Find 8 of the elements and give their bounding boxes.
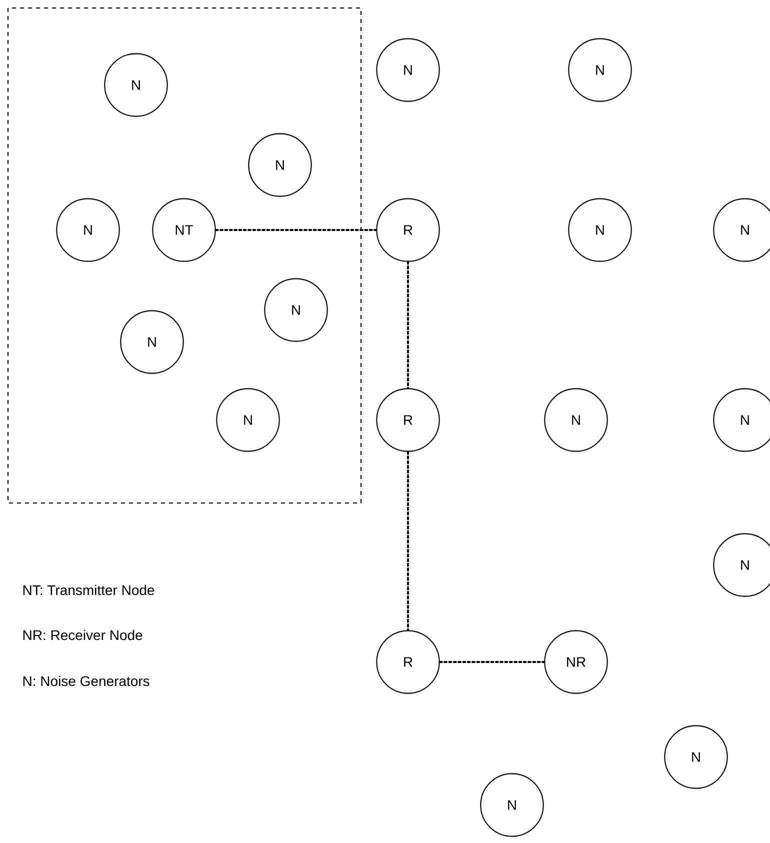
dashed-region [7, 7, 362, 504]
dotted-link [438, 661, 546, 663]
dotted-link [407, 260, 409, 390]
dotted-link [214, 229, 378, 231]
legend-note: N: Noise Generators [23, 676, 150, 686]
legend-note: NR: Receiver Node [23, 630, 142, 640]
legend-note: NT: Transmitter Node [23, 584, 154, 596]
dotted-link [407, 450, 409, 632]
